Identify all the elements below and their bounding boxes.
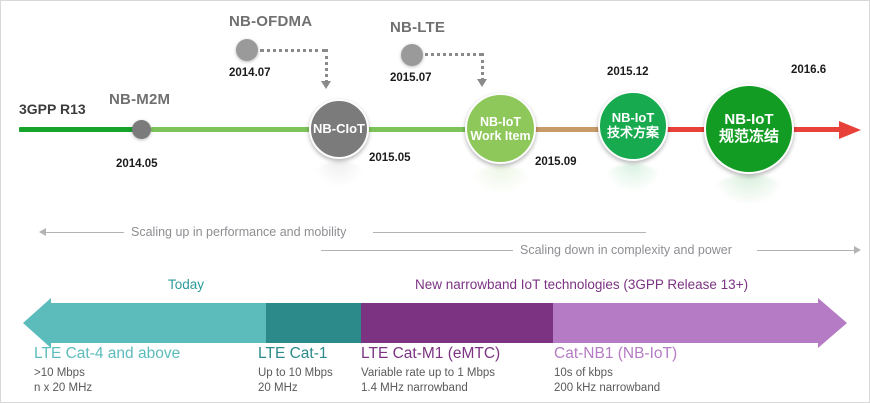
tech-detail-lte-cat4: >10 Mbps n x 20 MHz <box>34 366 92 397</box>
timeline-node-date-work-item: 2015.09 <box>535 156 577 168</box>
tech-detail-line: 1.4 MHz narrowband <box>361 382 468 395</box>
tech-title-cat-nb1: Cat-NB1 (NB-IoT) <box>554 345 678 362</box>
callout-connector-nb-lte <box>481 53 484 81</box>
bar-segment-lte-cat-m1[interactable] <box>361 303 553 343</box>
scaling-up-rule-right <box>373 231 646 233</box>
timeline-node-label-work-item-line1: NB-IoT <box>480 114 521 129</box>
timeline-start-label: 3GPP R13 <box>19 101 86 117</box>
callout-date-nb-lte: 2015.07 <box>390 72 432 84</box>
timeline-node-label-nb-ciot: NB-CIoT <box>313 120 365 136</box>
tech-detail-lte-cat1: Up to 10 Mbps 20 MHz <box>258 366 333 397</box>
timeline-node-date-nb-m2m: 2014.05 <box>116 158 158 170</box>
timeline-node-nb-iot-frozen[interactable]: NB-IoT 规范冻结 <box>704 84 794 174</box>
bar-segment-lte-cat1[interactable] <box>266 303 361 343</box>
timeline-segment-tan <box>471 127 601 132</box>
node-reflection <box>713 175 785 205</box>
node-reflection <box>471 166 531 194</box>
timeline-node-label-work-item-line2: Work Item <box>470 128 531 143</box>
timeline-node-date-nb-ciot: 2015.05 <box>369 152 411 164</box>
scaling-down-rule-right <box>757 249 854 251</box>
bar-arrowhead-left-icon <box>23 298 51 348</box>
callout-connector-nb-ofdma <box>260 49 326 52</box>
scaling-up-rule-left <box>46 231 124 233</box>
callout-dot-nb-ofdma[interactable] <box>236 39 258 61</box>
timeline-node-nb-m2m[interactable] <box>132 120 151 139</box>
node-reflection <box>604 164 662 192</box>
scaling-up-label: Scaling up in performance and mobility <box>131 225 347 239</box>
bar-segment-cat-nb1[interactable] <box>553 303 818 343</box>
tech-detail-cat-nb1: 10s of kbps 200 kHz narrowband <box>554 366 660 397</box>
node-reflection <box>314 161 364 187</box>
tech-detail-line: 20 MHz <box>258 382 298 395</box>
callout-label-nb-ofdma: NB-OFDMA <box>229 13 313 30</box>
callout-arrowhead-icon <box>477 79 487 87</box>
tech-detail-line: 200 kHz narrowband <box>554 382 661 395</box>
timeline-node-label-frozen-line2: 规范冻结 <box>718 128 779 145</box>
scaling-down-arrowhead-icon <box>854 246 861 254</box>
tech-detail-line: Variable rate up to 1 Mbps <box>361 367 496 379</box>
tech-detail-line: n x 20 MHz <box>34 382 93 395</box>
timeline-node-date-tech: 2015.12 <box>607 66 649 78</box>
scaling-down-rule-left <box>321 249 513 251</box>
timeline-arrowhead-icon <box>839 120 861 139</box>
tech-title-lte-cat-m1: LTE Cat-M1 (eMTC) <box>361 345 501 362</box>
bar-segment-lte-cat4[interactable] <box>51 303 266 343</box>
tech-title-lte-cat4: LTE Cat-4 and above <box>34 345 181 362</box>
callout-connector-nb-ofdma <box>325 49 328 83</box>
group-title-new-narrowband: New narrowband IoT technologies (3GPP Re… <box>415 277 749 292</box>
timeline-node-label-tech-line2: 技术方案 <box>606 125 659 140</box>
tech-detail-line: >10 Mbps <box>34 367 85 379</box>
scaling-down-label: Scaling down in complexity and power <box>520 243 732 257</box>
bar-arrowhead-right-icon <box>818 298 847 348</box>
scaling-up-arrowhead-icon <box>39 228 46 236</box>
timeline-node-date-frozen: 2016.6 <box>791 64 827 76</box>
callout-arrowhead-icon <box>321 81 331 89</box>
timeline-node-nb-iot-tech[interactable]: NB-IoT 技术方案 <box>598 91 668 161</box>
callout-date-nb-ofdma: 2014.07 <box>229 67 271 79</box>
tech-title-lte-cat1: LTE Cat-1 <box>258 345 328 362</box>
tech-detail-line: Up to 10 Mbps <box>258 367 333 379</box>
callout-dot-nb-lte[interactable] <box>401 44 423 66</box>
timeline-node-label-nb-m2m: NB-M2M <box>109 91 171 108</box>
timeline-segment-dark-green <box>19 127 135 132</box>
callout-label-nb-lte: NB-LTE <box>390 19 446 36</box>
tech-detail-line: 10s of kbps <box>554 367 613 379</box>
timeline-node-label-tech-line1: NB-IoT <box>611 110 655 126</box>
timeline-node-nb-ciot[interactable]: NB-CIoT <box>309 99 369 159</box>
tech-detail-lte-cat-m1: Variable rate up to 1 Mbps 1.4 MHz narro… <box>361 366 495 397</box>
timeline-node-label-frozen-line1: NB-IoT <box>724 111 774 129</box>
callout-connector-nb-lte <box>425 53 482 56</box>
timeline-node-nb-iot-work-item[interactable]: NB-IoT Work Item <box>465 93 536 164</box>
group-title-today: Today <box>168 277 205 292</box>
